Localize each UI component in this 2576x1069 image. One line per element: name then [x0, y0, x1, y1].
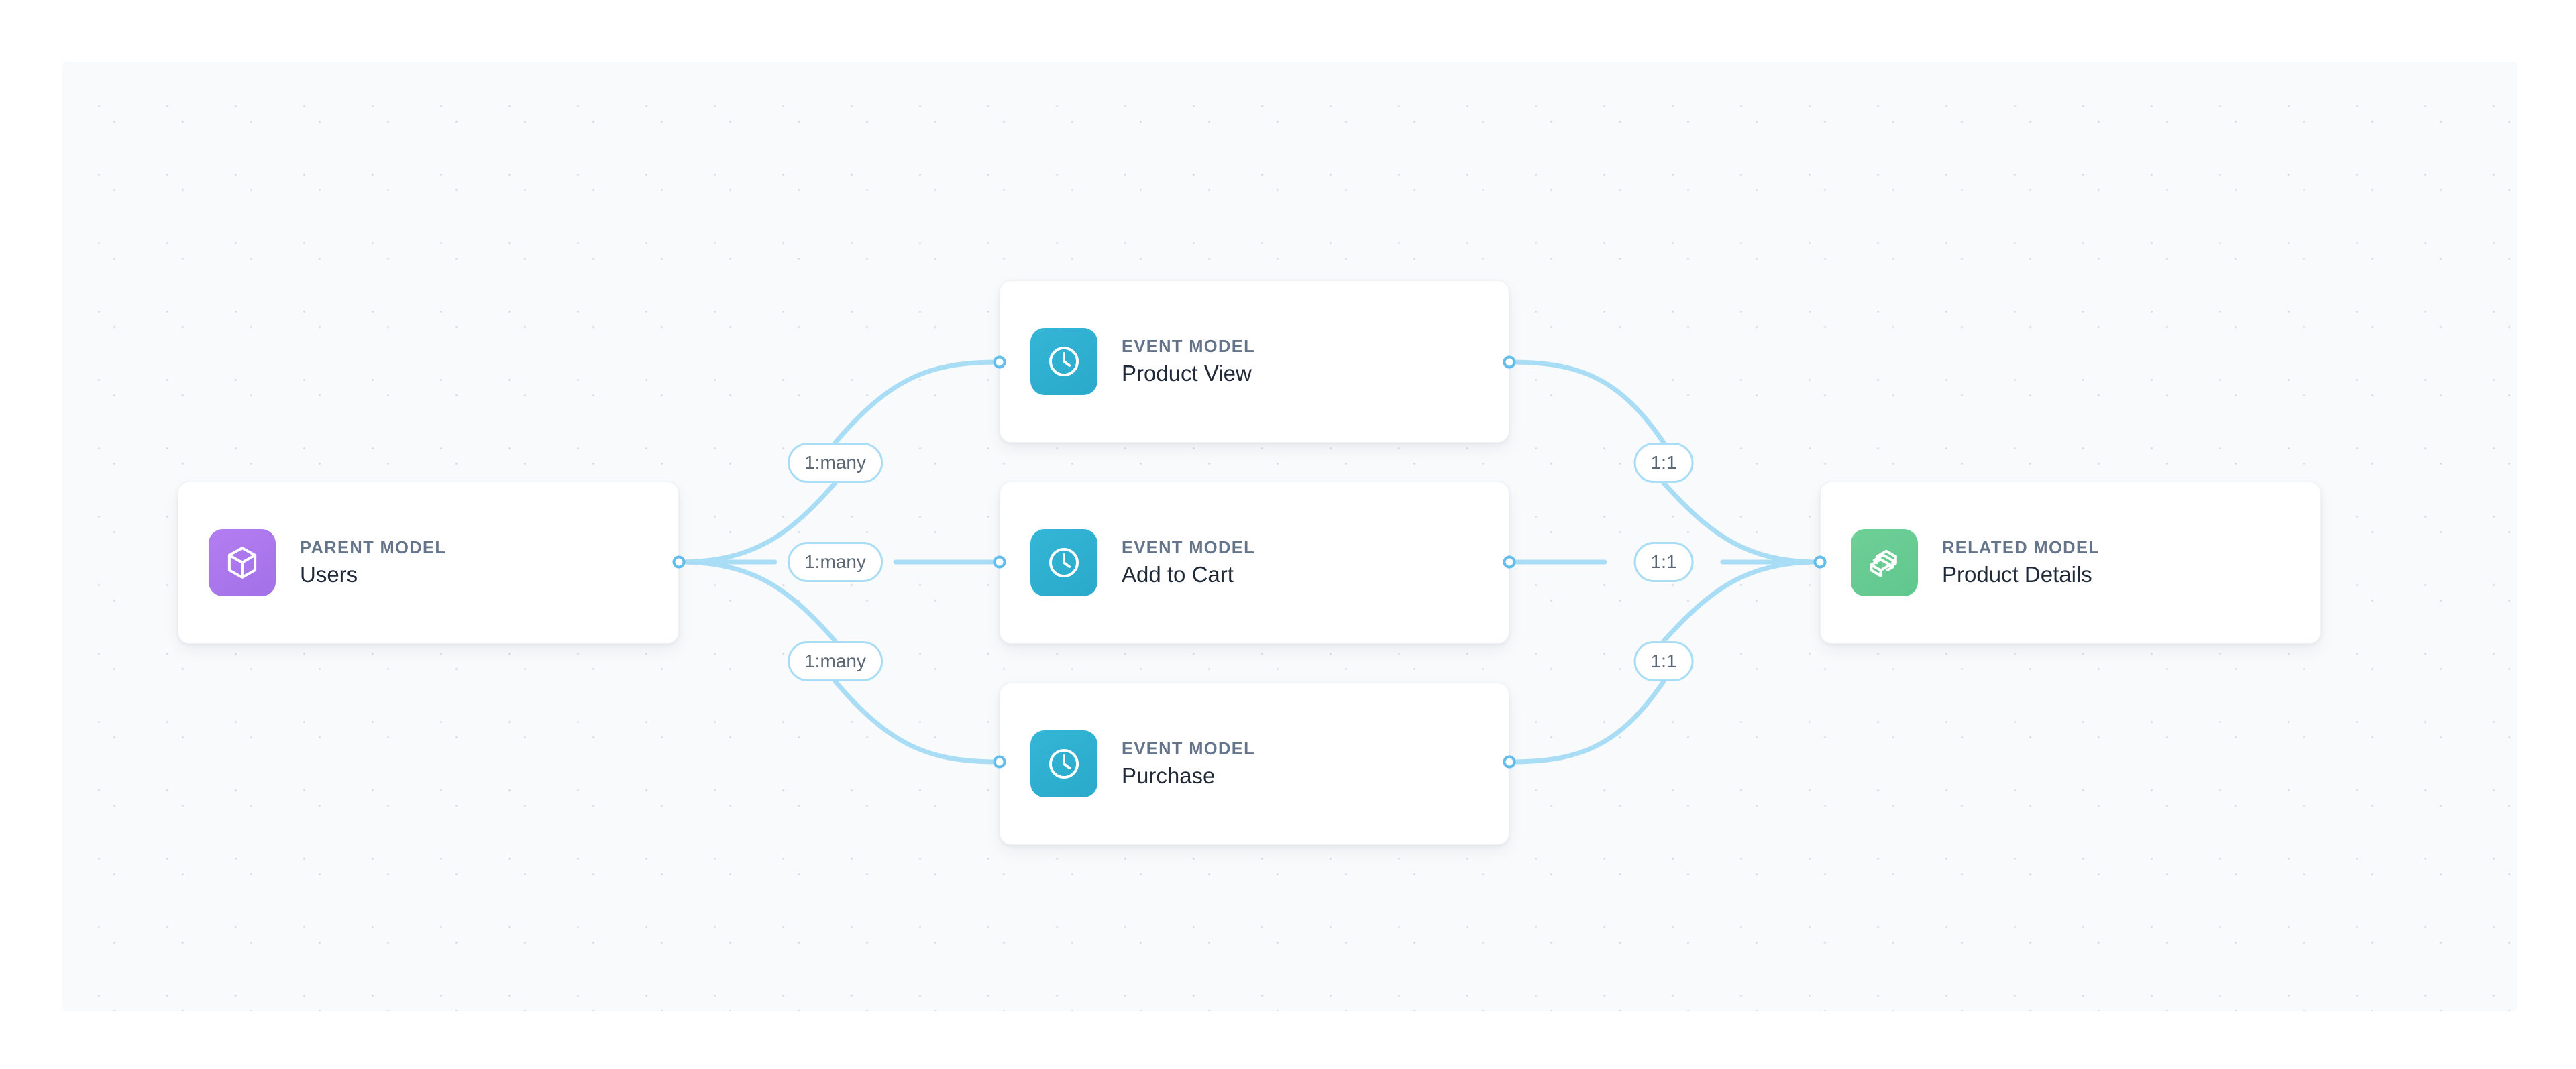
cube-icon — [209, 529, 276, 596]
port-product-view-in[interactable] — [993, 355, 1006, 369]
node-eyebrow: EVENT MODEL — [1122, 337, 1256, 357]
cardinality-badge-users-add-to-cart[interactable]: 1:many — [788, 542, 883, 582]
cardinality-badge-purchase-product-details[interactable]: 1:1 — [1633, 641, 1694, 681]
node-eyebrow: EVENT MODEL — [1122, 740, 1256, 759]
node-add-to-cart[interactable]: EVENT MODEL Add to Cart — [1000, 482, 1509, 644]
node-purchase[interactable]: EVENT MODEL Purchase — [1000, 683, 1509, 845]
node-eyebrow: PARENT MODEL — [300, 539, 447, 558]
cardinality-badge-add-to-cart-product-details[interactable]: 1:1 — [1633, 542, 1694, 582]
node-users[interactable]: PARENT MODEL Users — [178, 482, 679, 644]
port-product-details-in[interactable] — [1813, 555, 1827, 569]
clock-icon — [1030, 529, 1097, 596]
node-title: Add to Cart — [1122, 561, 1234, 587]
cardinality-badge-users-purchase[interactable]: 1:many — [788, 641, 883, 681]
node-product-view[interactable]: EVENT MODEL Product View — [1000, 280, 1509, 443]
port-purchase-out[interactable] — [1503, 755, 1516, 769]
node-product-details[interactable]: RELATED MODEL Product Details — [1820, 482, 2321, 644]
cardinality-badge-users-product-view[interactable]: 1:many — [788, 443, 883, 483]
node-title: Product View — [1122, 360, 1252, 386]
port-users-out[interactable] — [672, 555, 686, 569]
port-purchase-in[interactable] — [993, 755, 1006, 769]
clock-icon — [1030, 328, 1097, 395]
port-add-to-cart-in[interactable] — [993, 555, 1006, 569]
node-eyebrow: EVENT MODEL — [1122, 539, 1256, 558]
node-eyebrow: RELATED MODEL — [1942, 539, 2100, 558]
cardinality-badge-product-view-product-details[interactable]: 1:1 — [1633, 443, 1694, 483]
port-add-to-cart-out[interactable] — [1503, 555, 1516, 569]
port-product-view-out[interactable] — [1503, 355, 1516, 369]
layers-icon — [1851, 529, 1918, 596]
node-title: Product Details — [1942, 561, 2092, 587]
clock-icon — [1030, 730, 1097, 797]
node-title: Users — [300, 561, 358, 587]
node-title: Purchase — [1122, 763, 1216, 788]
